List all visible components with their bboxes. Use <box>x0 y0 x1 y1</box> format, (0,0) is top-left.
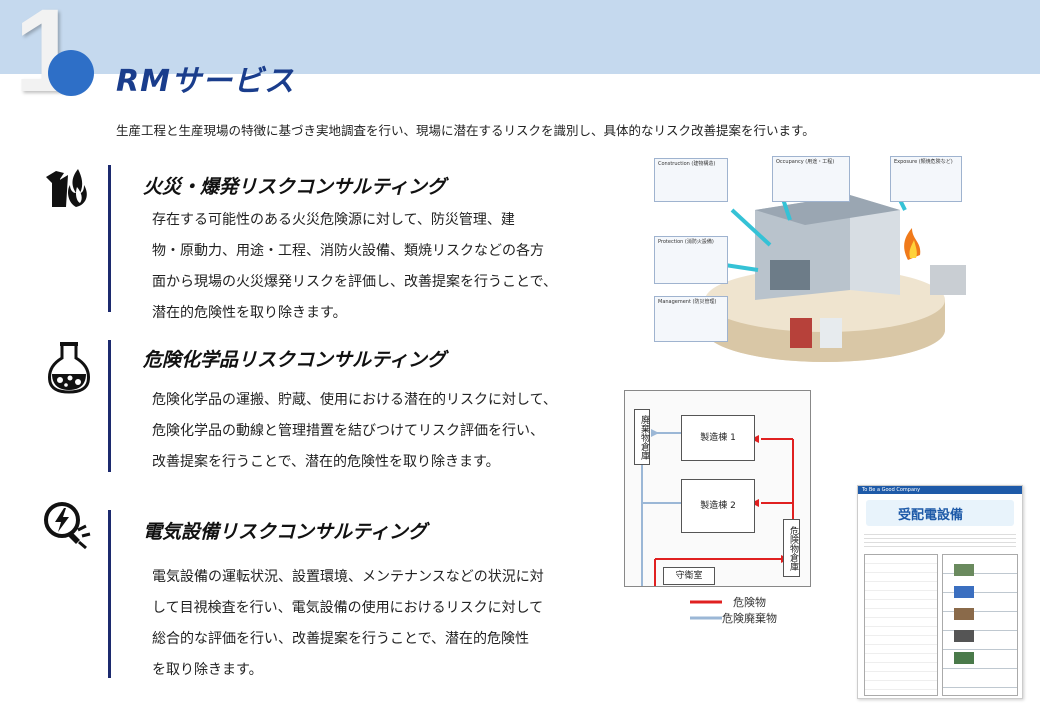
body-line: を取り除きます。 <box>152 662 263 678</box>
page-title: RMサービス <box>116 64 295 99</box>
callout-occupancy: Occupancy (用途・工程) <box>772 156 850 202</box>
body-line: 存在する可能性のある火災危険源に対して、防災管理、建 <box>152 212 515 228</box>
callout-construction: Construction (建物構造) <box>654 158 728 202</box>
flask-icon <box>46 340 92 394</box>
guard-room: 守衛室 <box>663 567 715 585</box>
intro-text: 生産工程と生産現場の特徴に基づき実地調査を行い、現場に潜在するリスクを識別し、具… <box>116 123 815 138</box>
thumb-brand: To Be a Good Company <box>862 487 921 493</box>
building-1: 製造棟 1 <box>681 415 755 461</box>
waste-storage: 廃棄物倉庫 <box>634 409 650 465</box>
section-body-electric: 電気設備の運転状況、設置環境、メンテナンスなどの状況に対 して目視検査を行い、電… <box>152 562 544 686</box>
factory-risk-illustration: Construction (建物構造) Occupancy (用途・工程) Ex… <box>640 150 970 365</box>
body-line: 物・原動力、用途・工程、消防火設備、類焼リスクなどの各方 <box>152 243 544 259</box>
electric-plug-icon <box>42 500 92 550</box>
legend-lines <box>690 600 722 620</box>
section-title-chemical: 危険化学品リスクコンサルティング <box>143 349 446 371</box>
accent-dot <box>48 50 94 96</box>
body-line: 面から現場の火災爆発リスクを評価し、改善提案を行うことで、 <box>152 274 558 290</box>
section-divider <box>108 340 111 472</box>
fire-icon <box>42 163 92 211</box>
document-thumbnail: To Be a Good Company 受配電設備 <box>857 485 1023 699</box>
legend-hazard: 危険物 <box>733 596 766 609</box>
body-line: 危険化学品の動線と管理措置を結びつけてリスク評価を行い、 <box>152 423 544 439</box>
callout-exposure: Exposure (類焼危険など) <box>890 156 962 202</box>
header-band <box>0 0 1040 74</box>
hazard-flow-diagram: 廃棄物倉庫 製造棟 1 製造棟 2 危険物倉庫 守衛室 <box>624 390 811 587</box>
section-divider <box>108 165 111 312</box>
section-title-fire: 火災・爆発リスクコンサルティング <box>143 176 446 198</box>
hazard-storage: 危険物倉庫 <box>783 519 800 577</box>
body-line: 危険化学品の運搬、貯蔵、使用における潜在的リスクに対して、 <box>152 392 557 408</box>
section-body-chemical: 危険化学品の運搬、貯蔵、使用における潜在的リスクに対して、 危険化学品の動線と管… <box>152 385 557 478</box>
callout-protection: Protection (消防火設備) <box>654 236 728 284</box>
thumb-title: 受配電設備 <box>898 508 964 523</box>
body-line: 電気設備の運転状況、設置環境、メンテナンスなどの状況に対 <box>152 569 544 585</box>
section-divider <box>108 510 111 678</box>
building-2: 製造棟 2 <box>681 479 755 533</box>
legend-waste: 危険廃棄物 <box>722 612 777 625</box>
body-line: 総合的な評価を行い、改善提案を行うことで、潜在的危険性 <box>152 631 530 647</box>
section-title-electric: 電気設備リスクコンサルティング <box>143 521 427 543</box>
section-body-fire: 存在する可能性のある火災危険源に対して、防災管理、建 物・原動力、用途・工程、消… <box>152 205 557 329</box>
body-line: して目視検査を行い、電気設備の使用におけるリスクに対して <box>152 600 544 616</box>
body-line: 改善提案を行うことで、潜在的危険性を取り除きます。 <box>152 454 500 470</box>
callout-management: Management (防災管理) <box>654 296 728 342</box>
body-line: 潜在的危険性を取り除きます。 <box>152 305 347 321</box>
